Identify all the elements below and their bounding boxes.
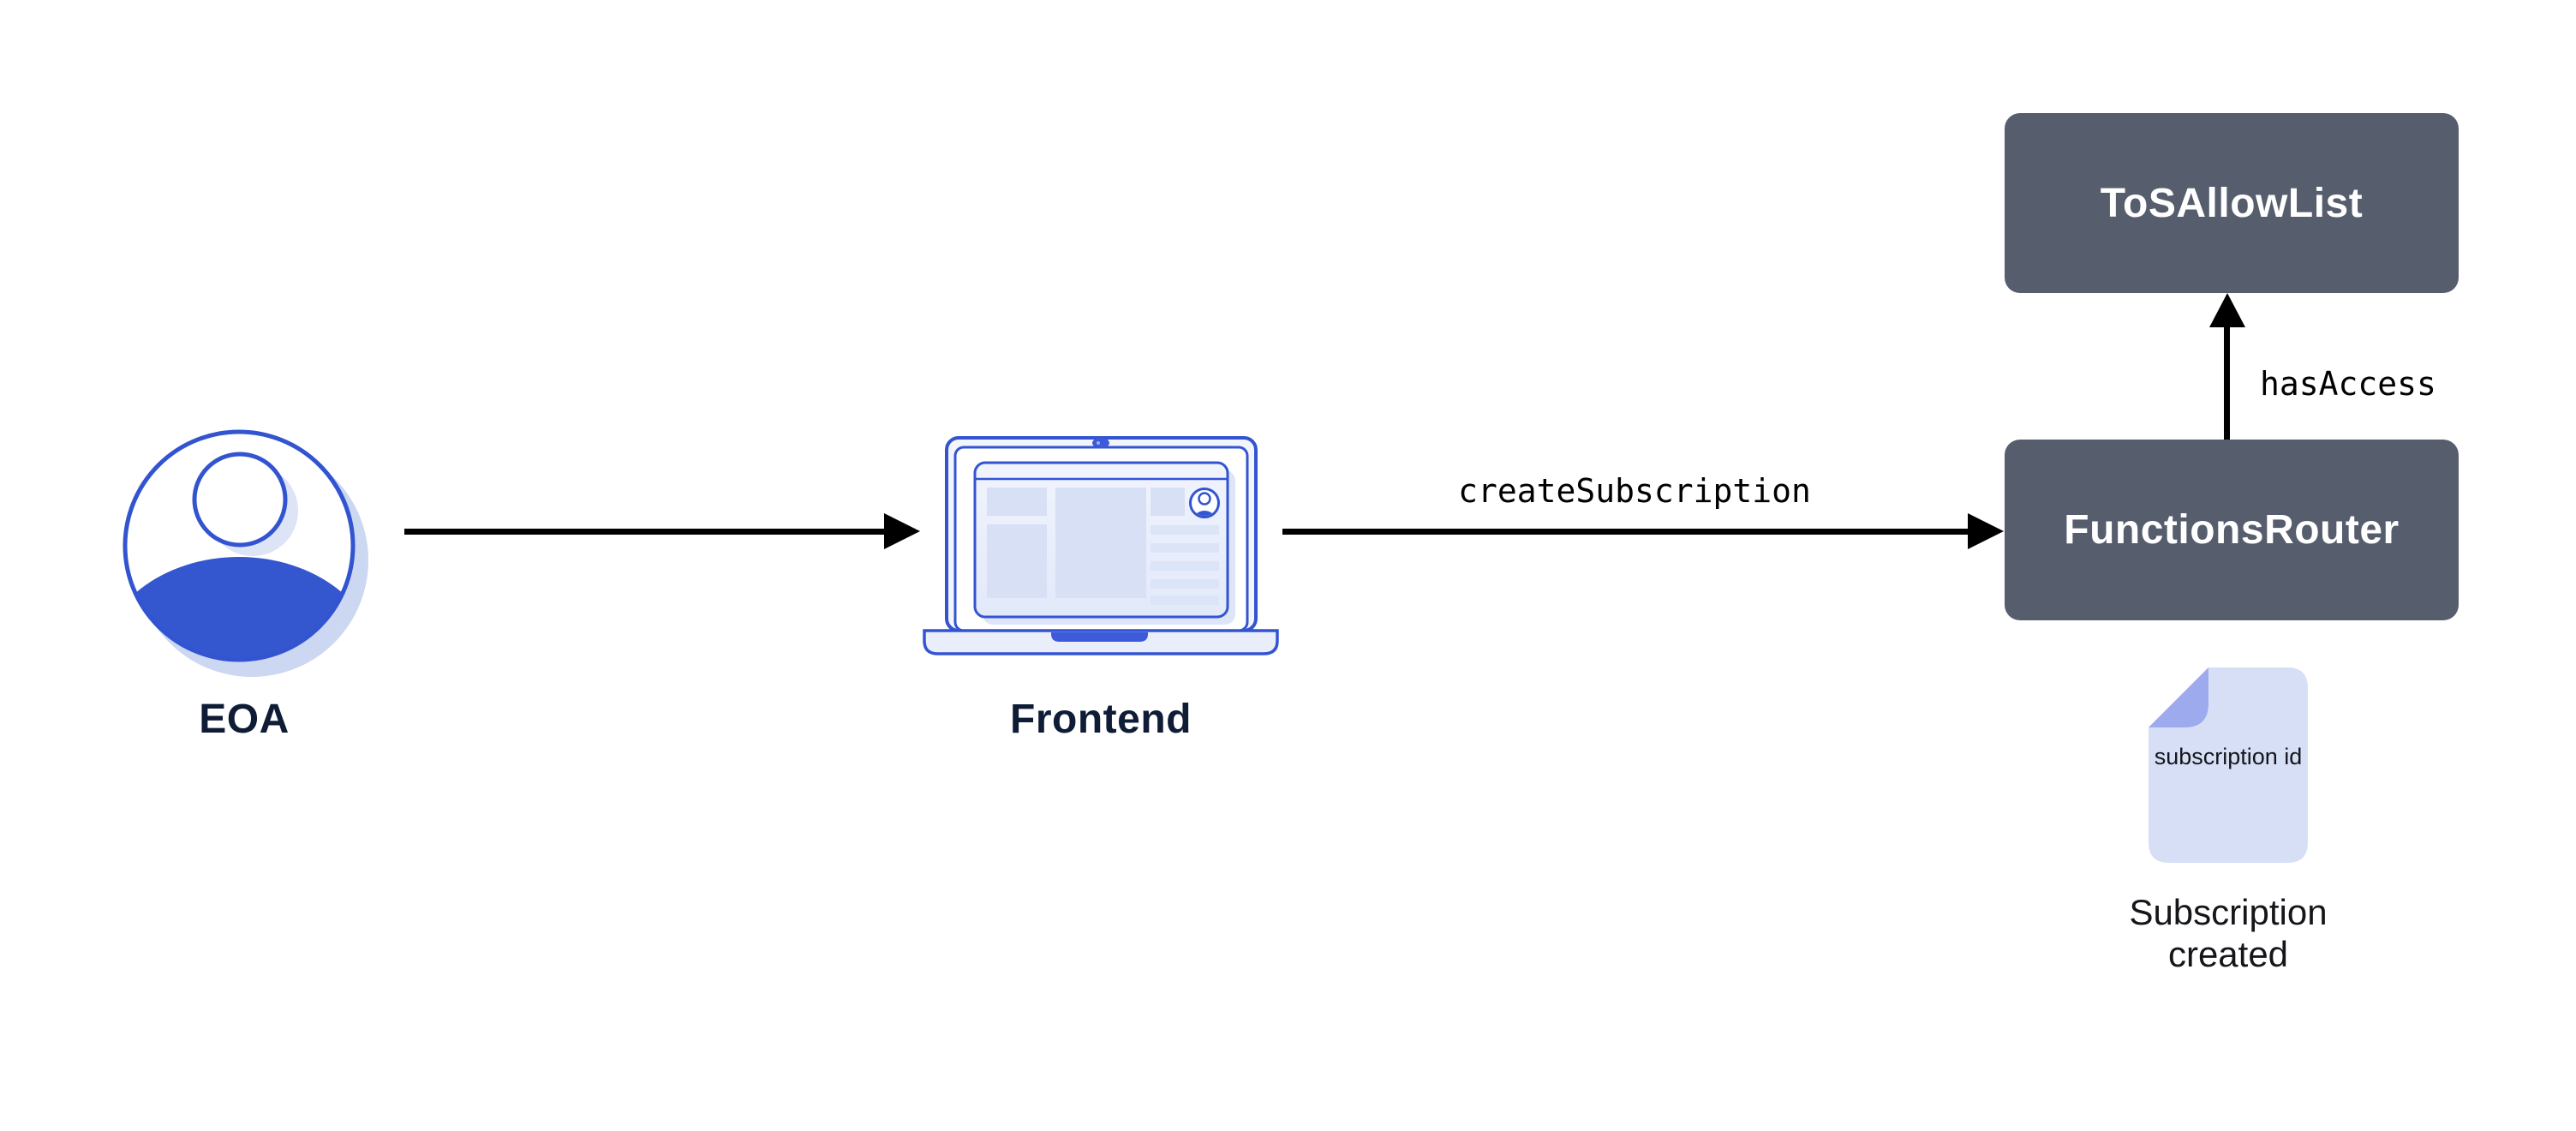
arrow-line	[1282, 529, 1968, 535]
tos-allow-list-box: ToSAllowList	[2005, 113, 2459, 293]
functions-router-box: FunctionsRouter	[2005, 440, 2459, 620]
arrow-line	[2224, 325, 2230, 440]
frontend-label: Frontend	[1010, 697, 1192, 742]
laptop-icon	[923, 436, 1279, 655]
mini-user-avatar-icon	[1189, 488, 1220, 518]
user-avatar-icon	[123, 429, 368, 677]
arrowhead-right-icon	[884, 513, 920, 549]
eoa-label: EOA	[199, 697, 290, 742]
tos-allow-list-label: ToSAllowList	[2100, 180, 2364, 226]
create-subscription-edge-label: createSubscription	[1458, 472, 1811, 510]
frontend-node	[923, 436, 1279, 655]
has-access-edge-label: hasAccess	[2260, 365, 2436, 403]
arrow-line	[404, 529, 884, 535]
subscription-created-caption: Subscription created	[2129, 892, 2328, 974]
arrowhead-right-icon	[1968, 513, 2004, 549]
document-icon	[2149, 667, 2308, 863]
functions-router-label: FunctionsRouter	[2064, 507, 2400, 553]
eoa-node	[111, 418, 377, 685]
arrowhead-up-icon	[2209, 293, 2245, 327]
subscription-document-node: subscription id	[2149, 667, 2308, 863]
subscription-id-doc-text: subscription id	[2154, 744, 2303, 769]
